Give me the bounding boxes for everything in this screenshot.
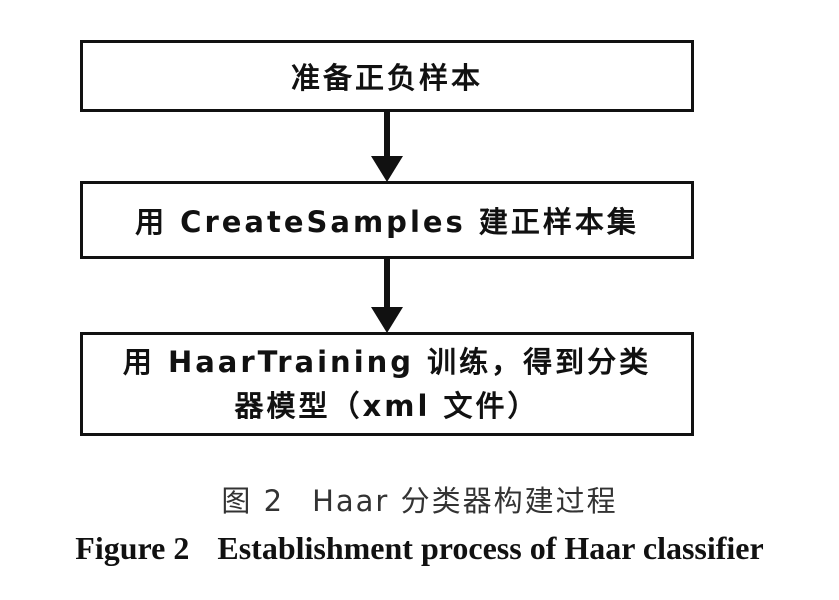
figure-caption-english-text: Establishment process of Haar classifier — [217, 530, 764, 566]
step-prepare-samples: 准备正负样本 — [80, 40, 694, 112]
step-haar-training: 用 HaarTraining 训练，得到分类 器模型（xml 文件） — [80, 332, 694, 436]
step-create-samples-label: 用 CreateSamples 建正样本集 — [135, 205, 639, 239]
step-prepare-samples-label: 准备正负样本 — [290, 61, 483, 95]
step-haar-training-line-1: 用 HaarTraining 训练，得到分类 — [122, 345, 652, 379]
step-create-samples: 用 CreateSamples 建正样本集 — [80, 181, 694, 259]
figure-caption-english: Figure 2 Establishment process of Haar cl… — [0, 530, 839, 567]
figure-caption-chinese-label: 图 2 — [221, 484, 285, 518]
flow-arrow-1 — [371, 112, 403, 182]
figure-caption-chinese: 图 2 Haar 分类器构建过程 — [0, 478, 839, 520]
figure-caption-english-label: Figure 2 — [75, 530, 190, 566]
flow-arrow-2 — [371, 259, 403, 333]
flow-arrow-1-head — [371, 156, 403, 182]
figure-caption-chinese-text: Haar 分类器构建过程 — [312, 484, 618, 518]
flow-arrow-2-head — [371, 307, 403, 333]
step-haar-training-line-2: 器模型（xml 文件） — [234, 389, 540, 423]
